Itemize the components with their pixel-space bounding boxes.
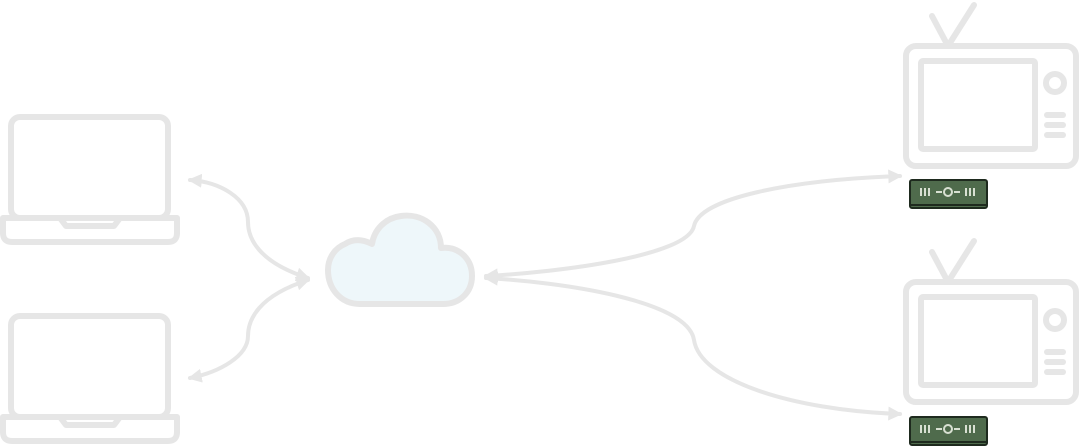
connectors bbox=[187, 169, 903, 421]
tv-icon bbox=[903, 2, 1079, 169]
connector-cloud-laptop-top bbox=[187, 173, 311, 282]
set-top-box-icon bbox=[909, 416, 988, 446]
laptop-icon bbox=[0, 114, 180, 245]
set-top-box-icon bbox=[909, 179, 988, 209]
laptop-icon bbox=[0, 313, 180, 444]
connector-cloud-laptop-bottom bbox=[187, 276, 311, 383]
connector-settopbox-bottom-cloud bbox=[483, 271, 903, 421]
connector-settopbox-top-cloud bbox=[483, 169, 903, 283]
cloud-icon bbox=[325, 212, 475, 307]
tv-icon bbox=[903, 238, 1079, 405]
